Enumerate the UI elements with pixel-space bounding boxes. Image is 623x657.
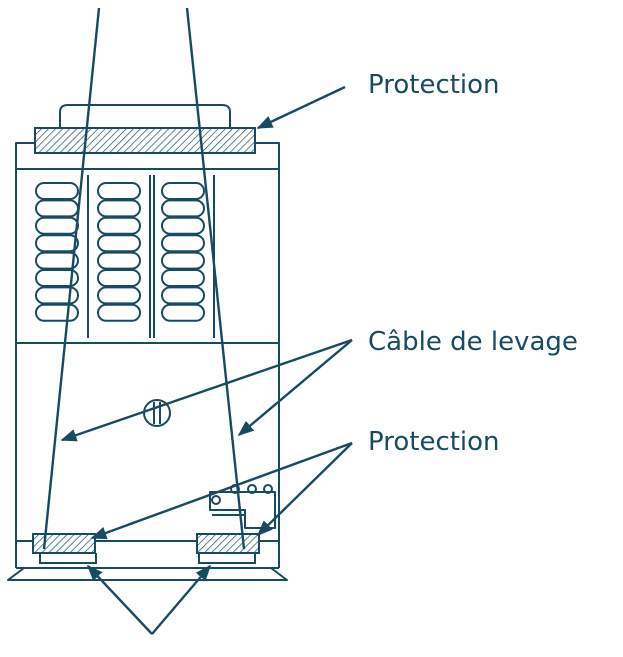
louver-slot bbox=[35, 234, 79, 253]
louver-slot bbox=[97, 303, 141, 322]
lifting-bar-left bbox=[39, 553, 97, 564]
louver-slot bbox=[97, 251, 141, 270]
arrow-lifting-bar-left bbox=[86, 564, 153, 635]
protection-pad-bottom-right bbox=[196, 533, 260, 554]
louver-slot bbox=[161, 269, 205, 287]
louver-slot bbox=[97, 216, 141, 235]
arrow-protection-bottom-left bbox=[90, 441, 353, 540]
lifting-bar-right bbox=[198, 553, 256, 564]
label-protection-top: Protection bbox=[368, 70, 500, 100]
louver-slot bbox=[97, 234, 141, 253]
protection-pad-top bbox=[34, 127, 256, 154]
louver-slot bbox=[35, 199, 79, 218]
louver-slot bbox=[161, 234, 205, 253]
lifting-cable-left bbox=[42, 7, 101, 550]
louver-slot bbox=[97, 286, 141, 305]
louver-slot bbox=[161, 199, 205, 218]
louver-grid bbox=[35, 182, 205, 322]
label-lifting-cable: Câble de levage bbox=[368, 327, 578, 357]
arrow-protection-bottom-right bbox=[256, 442, 353, 537]
louver-slot bbox=[161, 251, 205, 270]
louver-slot bbox=[161, 303, 205, 322]
louver-slot bbox=[97, 199, 141, 218]
louver-slot bbox=[35, 286, 79, 305]
arrow-protection-top bbox=[256, 85, 346, 130]
arrow-lifting-bar-right bbox=[151, 564, 212, 635]
label-protection-bottom: Protection bbox=[368, 427, 500, 457]
louver-slot bbox=[35, 216, 79, 235]
protection-pad-bottom-left bbox=[32, 533, 96, 554]
louver-slot bbox=[35, 269, 79, 287]
unit-base bbox=[7, 541, 288, 581]
louver-slot bbox=[161, 286, 205, 305]
louver-slot bbox=[161, 216, 205, 235]
louver-slot bbox=[161, 182, 205, 200]
louver-slot bbox=[35, 251, 79, 270]
arrow-cable-right bbox=[237, 339, 353, 437]
lifting-cable-right bbox=[185, 7, 246, 550]
arrow-cable-left bbox=[60, 338, 353, 442]
louver-slot bbox=[35, 182, 79, 200]
fan-cap bbox=[59, 104, 231, 128]
louver-slot bbox=[97, 182, 141, 200]
louver-slot bbox=[35, 303, 79, 322]
louver-slot bbox=[97, 269, 141, 287]
